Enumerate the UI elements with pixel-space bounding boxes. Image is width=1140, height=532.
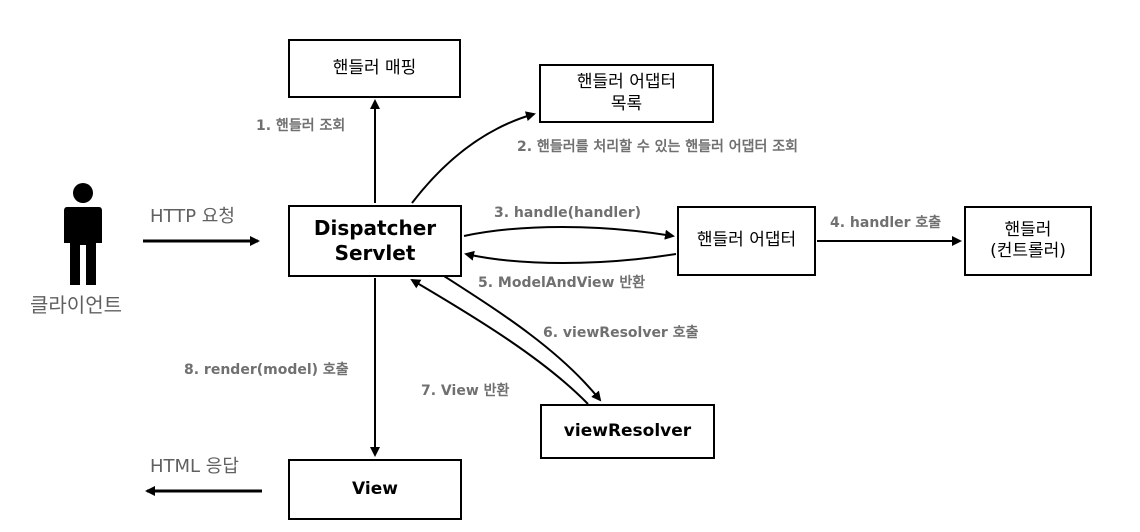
view-resolver-label: viewResolver: [563, 420, 692, 441]
http-request-label: HTTP 요청: [150, 206, 235, 227]
step8-label: 8. render(model) 호출: [184, 362, 349, 378]
step5-arrow: [464, 250, 677, 264]
step6-arrow: [443, 275, 602, 402]
handler-adapter-box: 핸들러 어댑터: [677, 206, 816, 276]
step3-arrow: [463, 226, 675, 240]
handler-adapter-list-box: 핸들러 어댑터 목록: [539, 64, 714, 123]
step1-label: 1. 핸들러 조회: [256, 118, 346, 134]
view-resolver-box: viewResolver: [540, 404, 715, 459]
dispatcher-servlet-label-1: Dispatcher: [313, 216, 437, 240]
step7-label: 7. View 반환: [421, 383, 510, 399]
handler-label-2: (컨트롤러): [990, 241, 1066, 261]
step2-arrow: [411, 111, 536, 204]
step5-label: 5. ModelAndView 반환: [478, 275, 646, 291]
client-label: 클라이언트: [30, 293, 122, 317]
view-label: View: [352, 478, 398, 499]
step4-label: 4. handler 호출: [830, 215, 942, 231]
step2-label: 2. 핸들러를 처리할 수 있는 핸들러 어댑터 조회: [517, 139, 799, 155]
view-box: View: [288, 459, 462, 520]
handler-adapter-list-label-2: 목록: [610, 93, 643, 114]
step3-label: 3. handle(handler): [494, 205, 642, 221]
handler-label-1: 핸들러: [1004, 219, 1052, 240]
html-response-label: HTML 응답: [150, 456, 239, 477]
person-icon: [64, 183, 102, 285]
dispatcher-servlet-box: Dispatcher Servlet: [288, 205, 462, 277]
handler-adapter-list-label-1: 핸들러 어댑터: [576, 72, 677, 93]
dispatcher-servlet-label-2: Servlet: [334, 241, 416, 265]
step6-label: 6. viewResolver 호출: [543, 325, 699, 341]
handler-mapping-box: 핸들러 매핑: [288, 39, 461, 98]
handler-mapping-label: 핸들러 매핑: [332, 57, 417, 78]
step7-arrow: [410, 278, 589, 405]
handler-box: 핸들러 (컨트롤러): [964, 206, 1092, 276]
handler-adapter-label: 핸들러 어댑터: [696, 230, 797, 251]
